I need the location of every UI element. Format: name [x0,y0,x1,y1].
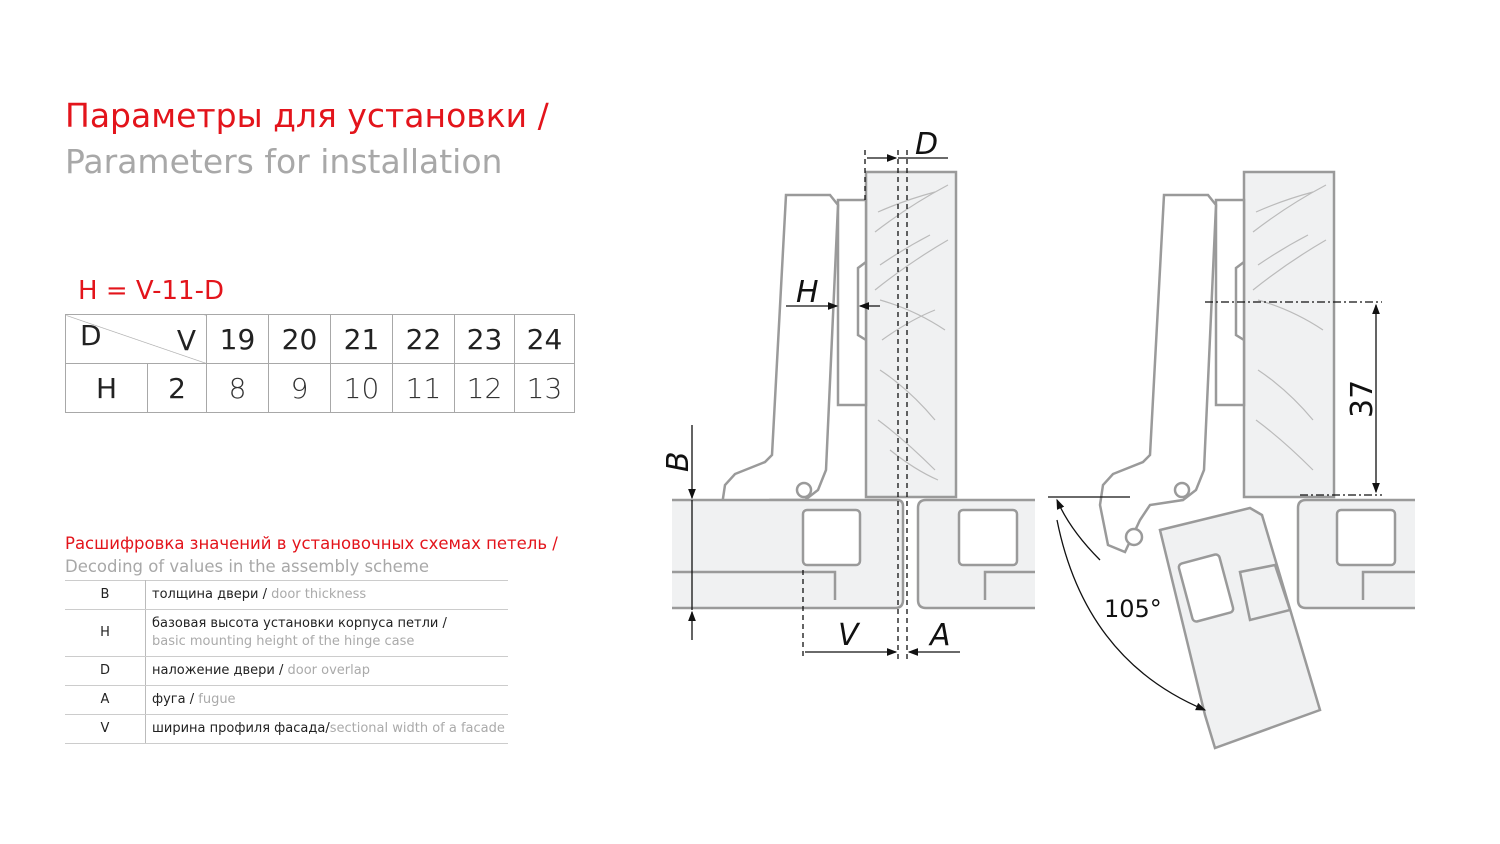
legend-ru: базовая высота установки корпуса петли / [152,616,447,631]
dimension-lines-left [688,150,960,660]
decoding-title-ru: Расшифровка значений в установочных схем… [65,534,558,553]
legend-key: A [65,685,146,715]
h-cell: 9 [268,363,331,413]
mounting-plate [836,198,868,407]
legend-en: basic mounting height of the hinge case [152,634,415,649]
label-b: B [661,451,696,472]
corner-d: D [80,319,102,352]
h-cell: 11 [392,363,455,413]
legend-key: H [65,609,146,657]
closed-hinge-diagram [672,170,1035,610]
title-en: Parameters for installation [65,142,503,181]
decoding-title-en: Decoding of values in the assembly schem… [65,557,430,576]
label-h: H [796,275,819,310]
legend-ru: фуга / [152,692,199,707]
formula: H = V-11-D [78,276,224,306]
legend-en: sectional width of a facade [329,721,505,736]
v-cell: 19 [206,314,269,364]
hinge-arm [720,193,840,554]
corner-v: V [176,324,196,357]
door-panel [1242,170,1336,499]
legend-key: V [65,714,146,744]
open-door [1158,506,1322,750]
h-cell: 13 [514,363,575,413]
h-cell: 10 [330,363,393,413]
legend-key: D [65,656,146,686]
corner-cell: D V [65,314,207,364]
legend-ru: ширина профиля фасада/ [152,721,330,736]
dimension-lines-right [1048,301,1382,711]
label-a: A [928,618,951,653]
parameter-table: D V 19 20 21 22 23 24 H 2 8 9 10 11 12 1… [65,314,575,413]
h-cell: 8 [206,363,269,413]
door-panel [864,170,958,499]
v-cell: 21 [330,314,393,364]
label-d: D [915,127,938,162]
v-cell: 20 [268,314,331,364]
label-v: V [838,618,861,653]
glass-hatch [874,184,949,481]
legend-en: door thickness [271,587,367,602]
cabinet-profile-left [672,498,905,610]
legend-ru: наложение двери / [152,663,288,678]
table-row-h: H 2 8 9 10 11 12 13 [65,363,575,413]
dimension-37: 37 [1345,380,1380,418]
title-ru: Параметры для установки / [65,96,549,135]
open-hinge-diagram [1098,170,1415,750]
v-cell: 23 [454,314,515,364]
v-cell: 22 [392,314,455,364]
legend-key: B [65,580,146,610]
angle-label: 105° [1104,595,1162,623]
legend-en: door overlap [287,663,370,678]
v-cell: 24 [514,314,575,364]
h-cell: 12 [454,363,515,413]
table-row-v: D V 19 20 21 22 23 24 [65,314,575,364]
legend-en: fugue [198,692,236,707]
legend-ru: толщина двери / [152,587,272,602]
